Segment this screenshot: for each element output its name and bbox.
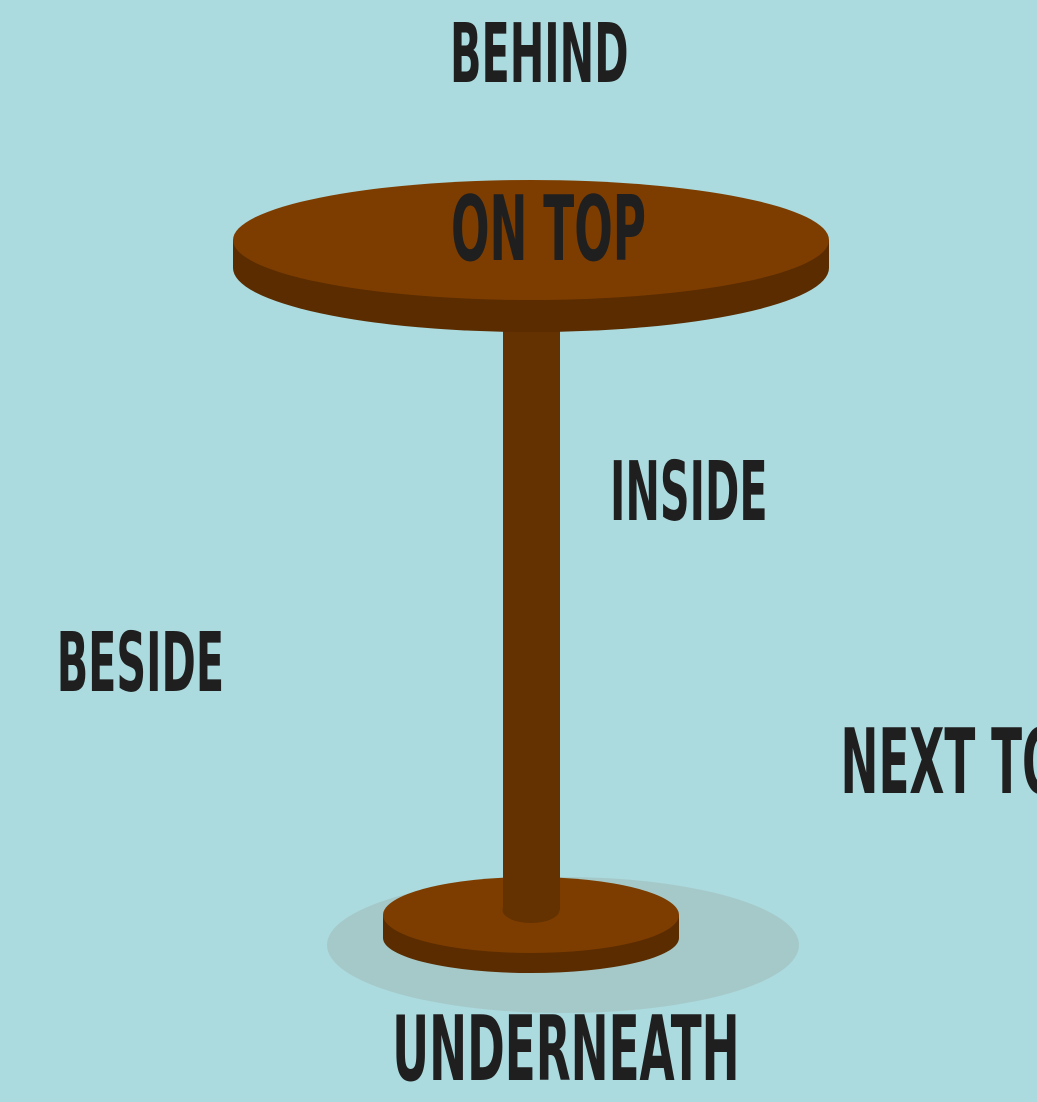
- table-pole: [503, 300, 561, 923]
- label-underneath: Underneath: [392, 1005, 652, 1095]
- label-on-top: On top: [451, 185, 619, 275]
- label-behind: Behind: [450, 14, 590, 96]
- label-next-to: Next to: [841, 718, 995, 808]
- label-inside: Inside: [610, 452, 750, 534]
- label-beside: Beside: [57, 623, 189, 705]
